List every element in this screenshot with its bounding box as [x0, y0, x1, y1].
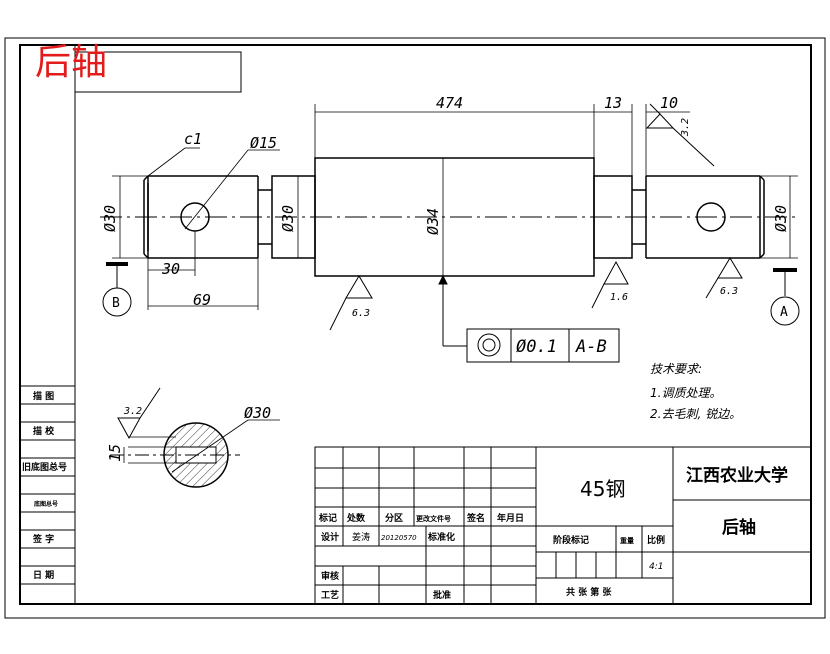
roughness-symbol-top	[645, 103, 715, 167]
datum-a-label: A	[780, 305, 788, 320]
roughness-6-3-right: 6.3	[720, 286, 738, 297]
standardization-label: 标准化	[427, 531, 455, 543]
dim-30: 30	[161, 260, 180, 278]
review-label: 审核	[321, 570, 339, 582]
tech-req-item-2: 2.去毛刺, 锐边。	[650, 407, 741, 421]
part-name: 后轴	[722, 517, 756, 538]
header-sign: 签名	[466, 512, 485, 524]
datum-b-label: B	[112, 296, 120, 311]
section-dim-dia30: Ø30	[244, 404, 271, 422]
extension-lines	[112, 104, 798, 310]
roughness-6-3-left: 6.3	[352, 308, 370, 319]
process-label: 工艺	[321, 589, 339, 601]
header-mark: 标记	[318, 512, 337, 524]
designer-name: 姜涛	[352, 531, 370, 543]
keyway-right	[696, 202, 726, 232]
dim-474: 474	[436, 94, 463, 112]
design-date: 20120570	[381, 534, 417, 542]
side-label-base-no: 底图总号	[34, 500, 58, 508]
header-zone: 分区	[385, 512, 403, 524]
roughness-symbols	[329, 257, 743, 331]
dim-dia15: Ø15	[250, 134, 277, 152]
dim-dia34: Ø34	[424, 208, 442, 235]
section-roughness-3-2: 3.2	[123, 406, 142, 417]
side-column	[20, 92, 76, 604]
roughness-1-6: 1.6	[610, 292, 628, 303]
approve-label: 批准	[433, 589, 451, 601]
weight-label: 重量	[620, 536, 634, 545]
tolerance-value: Ø0.1	[516, 337, 557, 357]
school-name: 江西农业大学	[686, 465, 788, 486]
dim-dia30-right: Ø30	[772, 205, 790, 232]
sheet-count: 共 张 第 张	[566, 586, 612, 598]
drawing-title-stamp: 后轴	[35, 42, 107, 83]
header-change-doc: 更改文件号	[416, 514, 451, 523]
datum-b-symbol	[102, 262, 132, 317]
section-dim-15: 15	[106, 444, 124, 462]
header-count: 处数	[346, 512, 366, 524]
dim-69: 69	[193, 291, 211, 309]
designer-label: 设计	[321, 531, 339, 543]
material-label: 45钢	[580, 477, 625, 501]
side-label-check: 描 校	[33, 425, 55, 437]
side-label-date: 日 期	[33, 569, 54, 581]
side-label-trace: 描 图	[33, 390, 54, 402]
section-view	[110, 387, 280, 488]
header-date: 年月日	[497, 512, 524, 524]
roughness-3-2-top: 3.2	[680, 118, 691, 137]
dim-13: 13	[604, 94, 622, 112]
dim-dia30-mid: Ø30	[279, 205, 297, 232]
outer-border	[4, 37, 826, 619]
dim-dia30-left: Ø30	[101, 205, 119, 232]
dim-c1: c1	[184, 130, 202, 148]
tolerance-datum: A-B	[575, 337, 607, 357]
tolerance-frame	[438, 274, 620, 363]
side-label-old-no: 旧底图总号	[22, 461, 67, 473]
tech-req-heading: 技术要求:	[650, 362, 702, 376]
datum-a-symbol	[770, 268, 800, 326]
scale-value: 4:1	[649, 562, 663, 572]
side-label-sign: 签 字	[32, 533, 54, 545]
stage-mark-label: 阶段标记	[553, 534, 589, 546]
title-block-grid	[314, 446, 812, 605]
dim-10: 10	[660, 94, 678, 112]
scale-label: 比例	[647, 534, 665, 546]
tech-req-item-1: 1.调质处理。	[650, 386, 721, 400]
